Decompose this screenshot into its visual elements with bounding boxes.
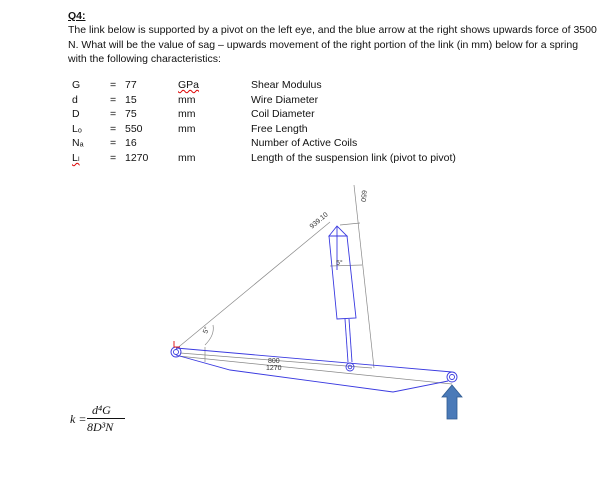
param-symbol: Lₒ — [72, 122, 82, 135]
param-symbol: D — [72, 108, 80, 121]
param-description: Number of Active Coils — [251, 137, 358, 150]
param-value: 1270 — [125, 152, 149, 164]
dim-vertical: 650 — [359, 190, 367, 202]
param-unit: GPa — [178, 79, 200, 91]
dim-link-angle: 5° — [201, 325, 211, 334]
param-description: Coil Diameter — [251, 108, 315, 121]
param-eq: = — [110, 93, 117, 106]
pivot-mark — [173, 341, 180, 348]
param-value: 16 — [125, 137, 137, 150]
param-eq: = — [110, 108, 117, 121]
param-description: Wire Diameter — [251, 93, 319, 106]
param-description: Free Length — [251, 122, 308, 135]
dim-link-length: 1270 — [266, 365, 282, 372]
dim-diagonal: 939.10 — [309, 211, 330, 230]
param-eq: = — [110, 137, 117, 150]
param-unit: mm — [178, 152, 196, 164]
param-unit: mm — [178, 122, 196, 135]
question-title: Q4: — [68, 10, 86, 22]
formula-numerator: d⁴G — [92, 403, 111, 417]
param-value: 75 — [125, 108, 137, 121]
param-eq: = — [110, 79, 117, 91]
dim-shock-angle: 5° — [336, 259, 343, 267]
param-description: Shear Modulus — [251, 79, 322, 91]
question-text: The link below is supported by a pivot o… — [68, 24, 597, 66]
param-value: 77 — [125, 79, 137, 91]
param-description: Length of the suspension link (pivot to … — [251, 152, 456, 164]
param-symbol: d — [72, 93, 78, 106]
param-value: 15 — [125, 93, 137, 106]
formula-denominator: 8D³N — [87, 420, 114, 434]
param-symbol: G — [72, 79, 81, 91]
shock-absorber-body — [328, 235, 357, 320]
force-arrow-up — [441, 384, 463, 420]
dimension-lines — [174, 184, 453, 385]
param-value: 550 — [125, 122, 143, 135]
param-unit: mm — [178, 93, 196, 106]
param-eq: = — [110, 152, 117, 164]
param-eq: = — [110, 122, 117, 135]
param-symbol: Lₗ — [72, 152, 80, 164]
dim-shock-position: 800 — [268, 358, 280, 365]
param-symbol: Nₐ — [72, 137, 84, 150]
link-body — [170, 225, 458, 393]
fraction-bar — [87, 418, 125, 419]
formula-lhs: k = — [70, 412, 87, 426]
param-unit: mm — [178, 108, 196, 121]
